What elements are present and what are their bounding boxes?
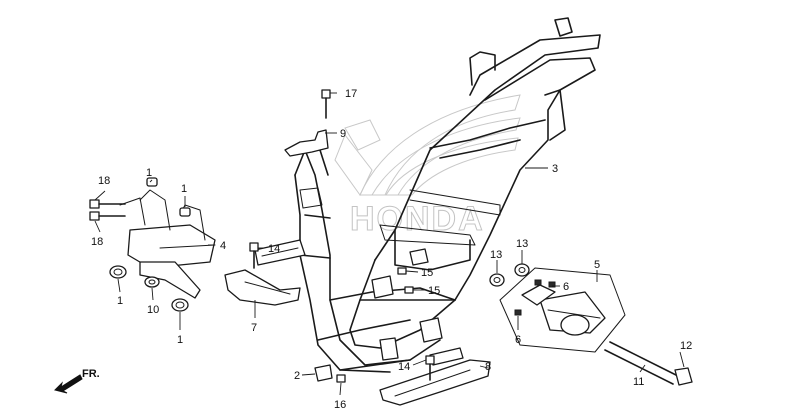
callout-13a: 13 — [490, 249, 502, 261]
callout-1c: 1 — [117, 295, 123, 307]
nut-15a — [397, 267, 407, 275]
callout-4: 4 — [220, 240, 226, 252]
collar-10 — [144, 276, 160, 288]
callout-1a: 1 — [146, 167, 152, 179]
nut-12 — [674, 367, 693, 386]
rubber-bushing-1b — [171, 298, 189, 312]
front-arrow-icon — [54, 374, 83, 394]
callout-13b: 13 — [516, 238, 528, 250]
callout-15a: 15 — [421, 267, 433, 279]
front-bracket-assembly-4 — [119, 177, 216, 299]
rubber-mount-13a — [489, 273, 505, 287]
long-bolt-11 — [604, 341, 679, 385]
callout-18b: 18 — [91, 236, 103, 248]
bolt-16 — [336, 374, 346, 383]
wing-logo-icon — [334, 94, 521, 196]
callout-1d: 1 — [177, 334, 183, 346]
callout-5: 5 — [594, 259, 600, 271]
engine-hanger-group-5 — [499, 267, 626, 353]
callout-17: 17 — [345, 88, 357, 100]
callout-numbers: 17 9 3 4 1 1 18 18 1 10 1 14 7 15 15 2 1… — [91, 88, 692, 411]
callout-3: 3 — [552, 163, 558, 175]
watermark-brand-text: HONDA — [350, 200, 485, 238]
callout-10: 10 — [147, 304, 159, 316]
callout-6a: 6 — [563, 281, 569, 293]
callout-18a: 18 — [98, 175, 110, 187]
brand-watermark: HONDA — [334, 94, 521, 239]
callout-6b: 6 — [515, 334, 521, 346]
callout-2: 2 — [294, 370, 300, 382]
main-frame-part — [294, 17, 601, 373]
wire-holder-9 — [284, 129, 329, 157]
front-arrow-label: FR. — [82, 368, 100, 380]
nut-15b — [404, 286, 414, 294]
bolt-17 — [321, 89, 331, 119]
callout-9: 9 — [340, 128, 346, 140]
callout-15b: 15 — [428, 285, 440, 297]
front-direction-indicator: FR. — [54, 368, 100, 394]
rubber-bushing-1a — [109, 265, 127, 279]
rubber-mount-13b — [514, 263, 530, 277]
callout-16: 16 — [334, 399, 346, 411]
callout-12: 12 — [680, 340, 692, 352]
leader-lines — [94, 92, 685, 396]
bolt-14a — [249, 242, 259, 269]
callout-11: 11 — [633, 376, 644, 388]
callout-7: 7 — [251, 322, 257, 334]
flange-bolt-18a — [89, 199, 126, 209]
flange-bolt-18b — [89, 211, 126, 221]
clip-2 — [314, 364, 333, 382]
callout-14a: 14 — [268, 243, 280, 255]
callout-14b: 14 — [398, 361, 410, 373]
step-floor-bracket-7 — [224, 239, 306, 306]
callout-8: 8 — [485, 361, 491, 373]
callout-1b: 1 — [181, 183, 187, 195]
